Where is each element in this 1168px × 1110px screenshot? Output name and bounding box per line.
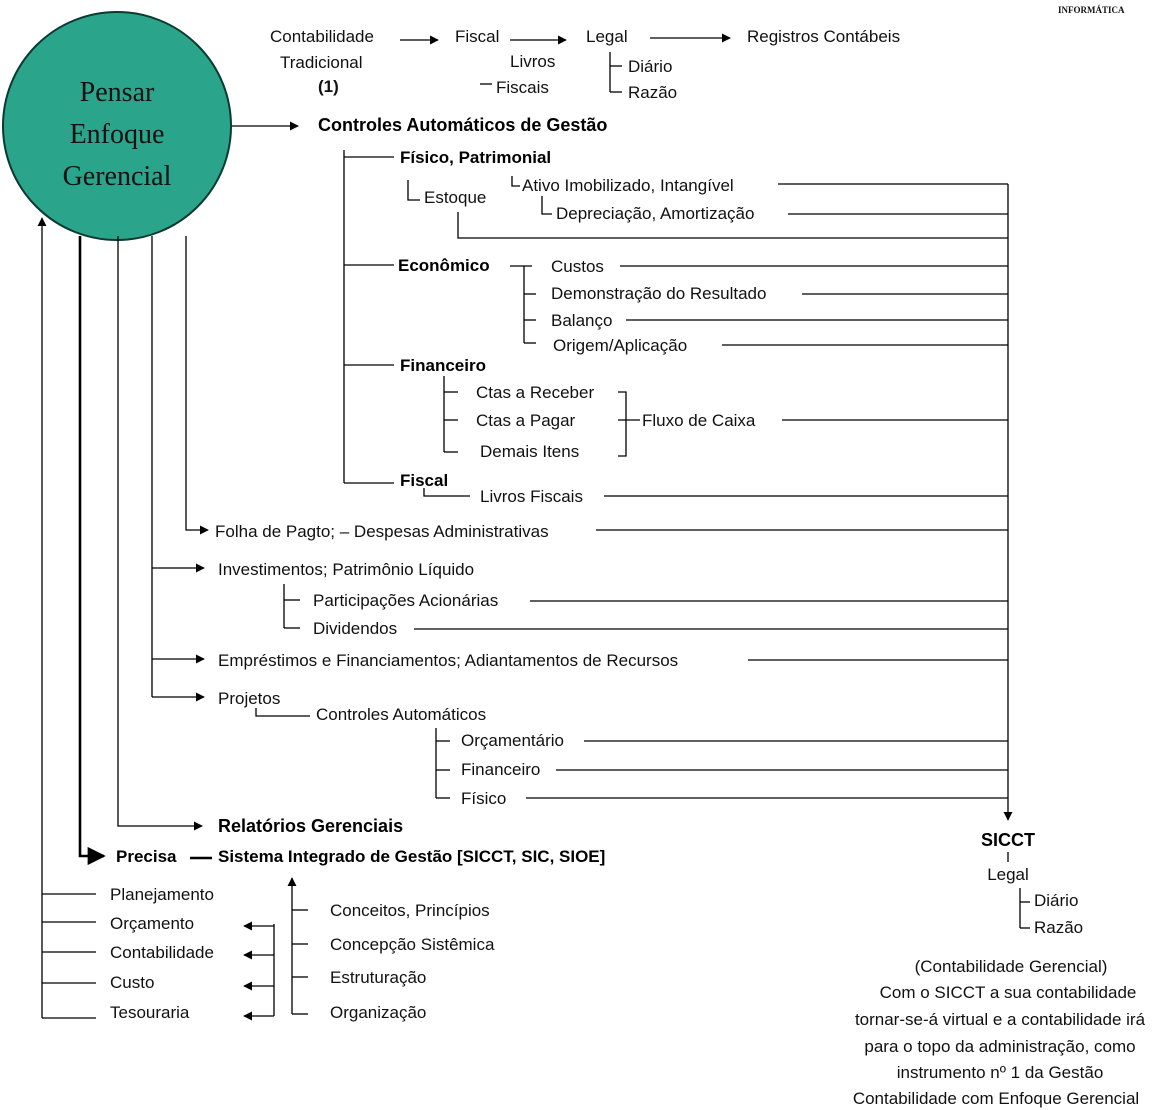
inv-item-dividendos: Dividendos (313, 619, 397, 638)
chain-note-1: (1) (318, 77, 339, 96)
pensar-circle (2, 11, 232, 241)
chain-razao: Razão (628, 83, 677, 102)
circle-line-3: Gerencial (63, 161, 172, 192)
deprec-label: Depreciação, Amortização (556, 204, 754, 223)
concept-concepcao: Concepção Sistêmica (330, 935, 495, 954)
concept-estruturacao: Estruturação (330, 968, 426, 987)
fin-item-demais: Demais Itens (480, 442, 579, 461)
arrow-to-precisa (78, 236, 106, 866)
fiscal-bracket (423, 488, 470, 497)
arrow-to-folha (185, 236, 209, 535)
precisa-label: Precisa (116, 847, 177, 866)
folha-label: Folha de Pagto; – Despesas Administrativ… (215, 522, 549, 541)
sicct-title: SICCT (981, 830, 1035, 850)
chain-fiscal: Fiscal (455, 27, 499, 46)
sicct-note-1: (Contabilidade Gerencial) (915, 957, 1108, 976)
proj-item-orcamentario: Orçamentário (461, 731, 564, 750)
fin-item-receber: Ctas a Receber (476, 383, 594, 402)
list-contabilidade: Contabilidade (110, 943, 214, 962)
relatorios-label: Relatórios Gerenciais (218, 816, 403, 836)
fin-item-pagar: Ctas a Pagar (476, 411, 576, 430)
projetos-label: Projetos (218, 689, 280, 708)
sicct-note-4: para o topo da administração, como (864, 1037, 1135, 1056)
financeiro-label: Financeiro (400, 356, 486, 375)
ativo-label: Ativo Imobilizado, Intangível (522, 176, 734, 195)
estoque-label: Estoque (424, 188, 486, 207)
brand-text: INFORMÁTICA (1058, 5, 1125, 15)
concept-organizacao: Organização (330, 1003, 426, 1022)
estoque-bracket (407, 180, 420, 201)
fluxo-label: Fluxo de Caixa (642, 411, 756, 430)
sicct-note-3: tornar-se-á virtual e a contabilidade ir… (855, 1010, 1146, 1029)
projetos-bracket (255, 708, 310, 717)
sicct-legal: Legal (987, 865, 1029, 884)
fisico-label: Físico, Patrimonial (400, 148, 551, 167)
arrow-to-relatorios (117, 236, 203, 831)
chain-diario: Diário (628, 57, 672, 76)
eco-item-dre: Demonstração do Resultado (551, 284, 766, 303)
emprestimos-label: Empréstimos e Financiamentos; Adiantamen… (218, 651, 678, 670)
inv-item-participacoes: Participações Acionárias (313, 591, 498, 610)
sicct-note-6: Contabilidade com Enfoque Gerencial (853, 1089, 1139, 1108)
eco-item-custos: Custos (551, 257, 604, 276)
circle-line-1: Pensar (80, 77, 155, 108)
fin-right-bracket (618, 391, 627, 457)
eco-item-balanco: Balanço (551, 311, 612, 330)
proj-item-fisico: Físico (461, 789, 506, 808)
sicct-note-2: Com o SICCT a sua contabilidade (880, 983, 1137, 1002)
ativo-bracket (511, 176, 520, 187)
list-orcamento: Orçamento (110, 914, 194, 933)
economico-label: Econômico (398, 256, 490, 275)
concept-conceitos: Conceitos, Princípios (330, 901, 490, 920)
eco-item-origem: Origem/Aplicação (553, 336, 687, 355)
deprec-bracket (541, 196, 552, 215)
fiscal-label: Fiscal (400, 471, 448, 490)
sicct-diario: Diário (1034, 891, 1078, 910)
sicct-razao: Razão (1034, 918, 1083, 937)
list-planejamento: Planejamento (110, 885, 214, 904)
chain-livros: Livros (510, 52, 555, 71)
chain-tradicional: Tradicional (280, 53, 363, 72)
investimentos-label: Investimentos; Patrimônio Líquido (218, 560, 474, 579)
list-tesouraria: Tesouraria (110, 1003, 190, 1022)
circle-line-2: Enfoque (70, 119, 165, 150)
proj-item-financeiro: Financeiro (461, 760, 540, 779)
controles-title: Controles Automáticos de Gestão (318, 115, 607, 135)
chain-registros: Registros Contábeis (747, 27, 900, 46)
list-custo: Custo (110, 973, 154, 992)
projetos-sub: Controles Automáticos (316, 705, 486, 724)
livros-fiscais-label: Livros Fiscais (480, 487, 583, 506)
sistema-label: Sistema Integrado de Gestão [SICCT, SIC,… (218, 847, 605, 866)
sicct-note-5: instrumento nº 1 da Gestão (897, 1063, 1104, 1082)
chain-fiscais: Fiscais (496, 78, 549, 97)
estoque-line (457, 212, 1008, 239)
chain-contabilidade: Contabilidade (270, 27, 374, 46)
chain-legal: Legal (586, 27, 628, 46)
